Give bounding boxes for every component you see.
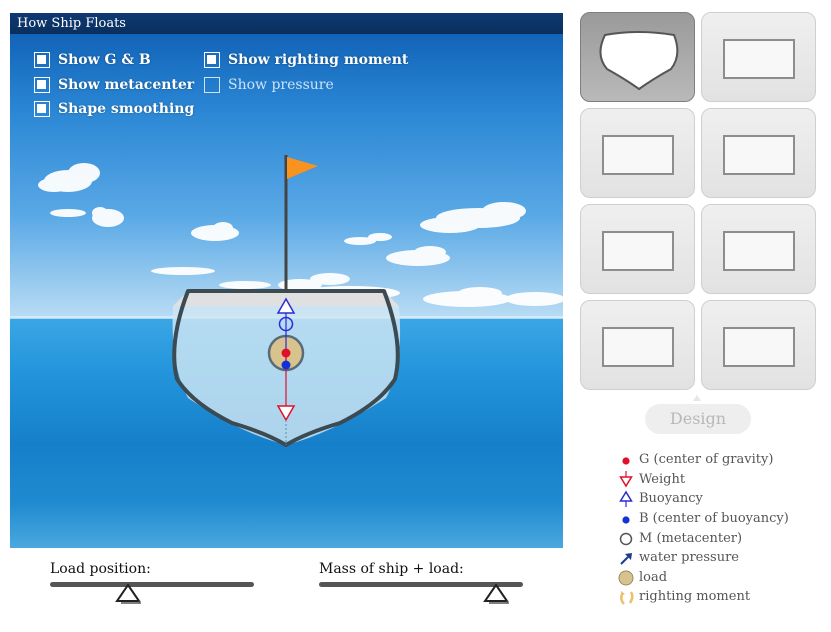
blue-dot-icon xyxy=(622,515,630,524)
checkbox-label: Show metacenter xyxy=(58,77,195,93)
cloud xyxy=(420,202,526,233)
red-dot-icon xyxy=(622,457,630,465)
cloud xyxy=(38,163,100,192)
up-triangle-icon xyxy=(619,490,633,507)
flag xyxy=(287,157,318,179)
weight-arrowhead xyxy=(276,405,296,422)
legend-label: Buoyancy xyxy=(639,491,703,507)
legend-label: water pressure xyxy=(639,550,739,566)
checkbox-label: Shape smoothing xyxy=(58,101,195,117)
shape-tile-3[interactable] xyxy=(580,108,695,198)
legend-item: B (center of buoyancy) xyxy=(617,509,817,529)
shape-tile-hull[interactable] xyxy=(580,12,695,102)
hull-shape-icon xyxy=(599,31,679,91)
arrow-icon xyxy=(620,552,632,565)
circle-icon xyxy=(619,532,633,546)
righting-moment-icon xyxy=(620,590,634,605)
buoyancy-arrowhead xyxy=(276,297,296,314)
legend-item: M (metacenter) xyxy=(617,528,817,548)
load-position-label: Load position: xyxy=(50,561,151,577)
checkbox-label: Show pressure xyxy=(228,77,334,93)
mass-slider-thumb[interactable] xyxy=(483,584,510,604)
load-position-track[interactable] xyxy=(50,582,254,587)
rectangle-shape-icon xyxy=(723,231,795,271)
legend-item: load xyxy=(617,568,817,588)
shape-tile-8[interactable] xyxy=(701,300,816,390)
rectangle-shape-icon xyxy=(723,135,795,175)
checkbox-shape-smoothing[interactable]: Shape smoothing xyxy=(34,99,194,119)
legend-label: B (center of buoyancy) xyxy=(639,511,789,527)
cloud xyxy=(386,246,450,266)
legend: G (center of gravity) Weight Buoyancy B … xyxy=(617,450,817,607)
cloud xyxy=(92,207,124,227)
cloud xyxy=(151,267,215,275)
rectangle-shape-icon xyxy=(602,135,674,175)
design-button[interactable]: Design xyxy=(645,404,751,434)
checkbox-box[interactable] xyxy=(34,52,50,68)
checkbox-show-pressure[interactable]: Show pressure xyxy=(204,75,334,95)
window-title: How Ship Floats xyxy=(10,13,563,34)
checkbox-show-righting-moment[interactable]: Show righting moment xyxy=(204,50,408,70)
gravity-center xyxy=(281,348,291,358)
shape-tile-7[interactable] xyxy=(580,300,695,390)
shape-palette xyxy=(580,12,818,392)
simulation-view: How Ship Floats Show G & B Show metacent… xyxy=(10,13,563,548)
legend-item: righting moment xyxy=(617,587,817,607)
mass-track[interactable] xyxy=(319,582,523,587)
legend-item: G (center of gravity) xyxy=(617,450,817,470)
cloud xyxy=(50,209,86,217)
legend-label: Weight xyxy=(639,471,686,487)
cloud xyxy=(219,281,271,289)
legend-label: G (center of gravity) xyxy=(639,452,774,468)
ship[interactable] xyxy=(172,155,401,447)
load-position-slider-thumb[interactable] xyxy=(114,584,141,604)
checkbox-label: Show G & B xyxy=(58,52,151,68)
checkbox-box[interactable] xyxy=(204,52,220,68)
legend-item: water pressure xyxy=(617,548,817,568)
rectangle-shape-icon xyxy=(723,327,795,367)
checkbox-show-metacenter[interactable]: Show metacenter xyxy=(34,75,194,95)
buoyancy-center xyxy=(281,360,291,370)
metacenter-marker xyxy=(278,316,294,332)
rectangle-shape-icon xyxy=(602,231,674,271)
shape-tile-6[interactable] xyxy=(701,204,816,294)
load-circle-icon xyxy=(618,570,634,586)
cloud xyxy=(505,292,563,306)
shape-tile-5[interactable] xyxy=(580,204,695,294)
checkbox-box[interactable] xyxy=(34,77,50,93)
checkbox-label: Show righting moment xyxy=(228,52,409,68)
cloud xyxy=(344,233,392,245)
rectangle-shape-icon xyxy=(602,327,674,367)
legend-label: M (metacenter) xyxy=(639,530,743,546)
mass-label: Mass of ship + load: xyxy=(319,561,464,577)
cloud xyxy=(191,222,239,241)
checkbox-box[interactable] xyxy=(34,101,50,117)
down-triangle-icon xyxy=(619,471,633,488)
checkbox-box[interactable] xyxy=(204,77,220,93)
legend-label: load xyxy=(639,569,668,585)
design-pointer xyxy=(693,395,701,401)
legend-label: righting moment xyxy=(639,589,751,605)
rectangle-shape-icon xyxy=(723,39,795,79)
legend-item: Weight xyxy=(617,470,817,490)
shape-tile-2[interactable] xyxy=(701,12,816,102)
shape-tile-4[interactable] xyxy=(701,108,816,198)
checkbox-show-g-b[interactable]: Show G & B xyxy=(34,50,151,70)
legend-item: Buoyancy xyxy=(617,489,817,509)
cloud xyxy=(423,287,511,307)
scene xyxy=(10,155,563,447)
